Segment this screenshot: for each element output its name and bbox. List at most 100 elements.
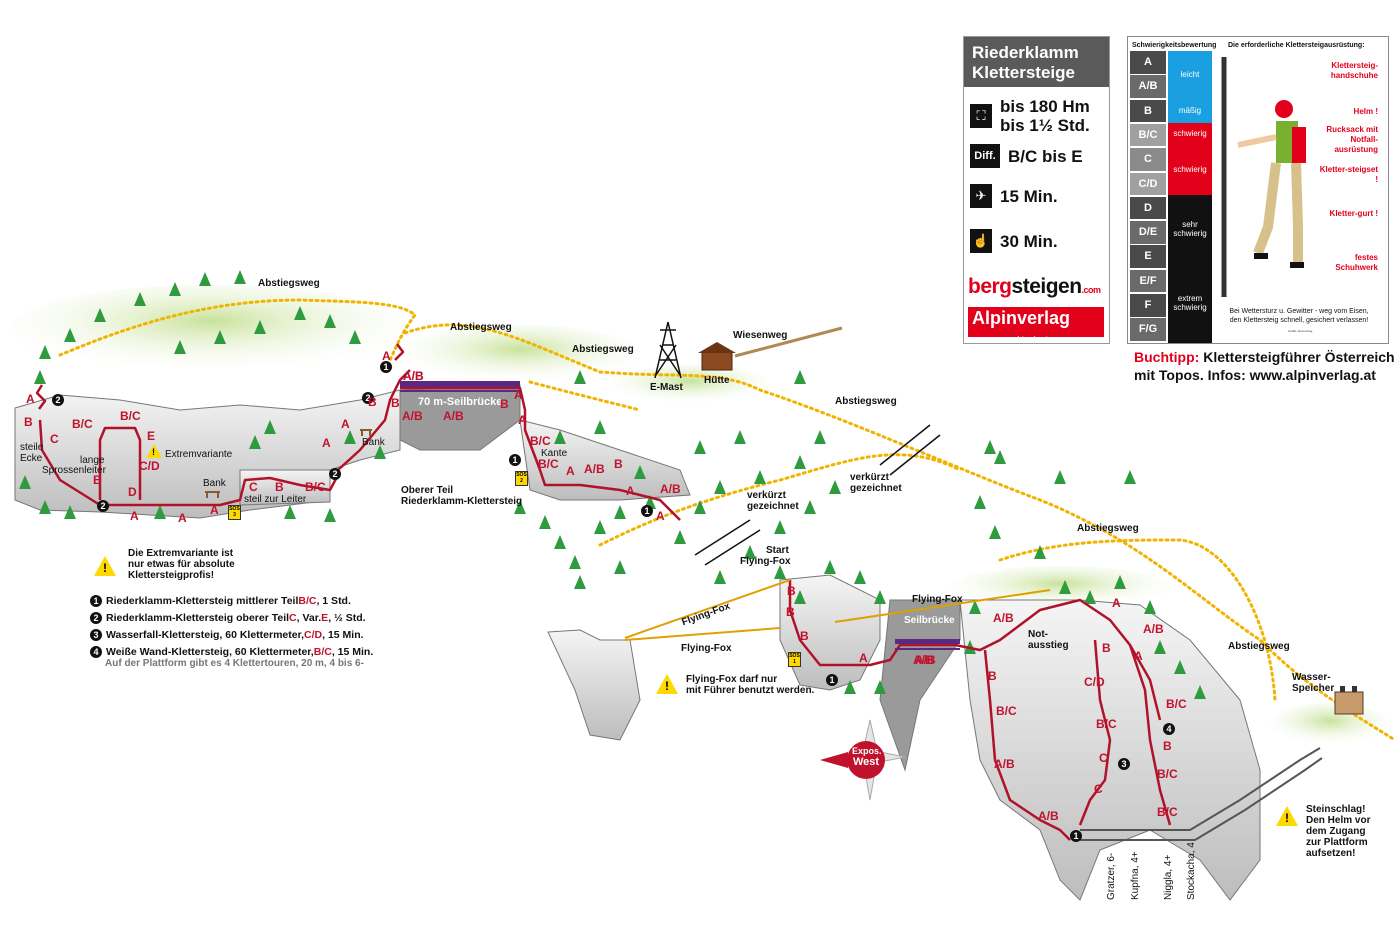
grade-label: A xyxy=(859,651,868,665)
label-steile-2: Ecke xyxy=(20,453,43,464)
publisher-name: Alpinverlag xyxy=(972,308,1071,328)
grade-cell: E/F xyxy=(1130,269,1166,293)
benches xyxy=(205,429,372,498)
info-approach: 15 Min. xyxy=(1000,186,1058,206)
grade-cell: F xyxy=(1130,294,1166,317)
equipment-gloves: Klettersteig-handschuhe xyxy=(1330,61,1378,80)
scale-footer: Bei Wettersturz u. Gewitter - weg vom Ei… xyxy=(1214,307,1384,325)
label-oberer-teil-1: Oberer Teil xyxy=(401,485,454,496)
info-title: Riederklamm Klettersteige xyxy=(964,37,1109,87)
grade-cell: B/C xyxy=(1130,123,1166,147)
warning-icon-flying-fox xyxy=(656,674,678,694)
climb-kupfna: Kupfna, 4+ xyxy=(1130,851,1141,900)
route-number-1-right: 1 xyxy=(641,505,653,517)
rock-walls-upper xyxy=(14,384,691,519)
route-number-1-kante: 1 xyxy=(509,454,521,466)
legend-number: 4 xyxy=(90,645,102,658)
label-flying-fox-3: Flying-Fox xyxy=(912,594,963,605)
grade-label: A xyxy=(322,436,331,450)
grade-label: B xyxy=(614,457,623,471)
bridges xyxy=(400,381,960,650)
grade-label: A/B xyxy=(993,611,1014,625)
route-number-2-top: 2 xyxy=(362,392,374,404)
power-mast xyxy=(654,321,682,379)
label-extremvariante: Extremvariante xyxy=(165,449,233,460)
label-wasserspeicher-2: Speicher xyxy=(1292,683,1335,694)
category-extrem-schwierig: extrem schwierig xyxy=(1168,263,1212,343)
equipment-via-ferrata-set: Kletter-steigset ! xyxy=(1319,165,1378,184)
climb-niggla: Niggla, 4+ xyxy=(1163,854,1174,900)
descent-paths xyxy=(58,298,1397,742)
label-abstiegsweg-3: Abstiegsweg xyxy=(572,344,634,355)
warning-stein-1: Steinschlag! xyxy=(1306,804,1366,815)
legend-text: , Var. xyxy=(296,611,322,624)
route-number-2-bottom: 2 xyxy=(97,500,109,512)
grade-label: B xyxy=(368,395,377,409)
label-abstiegsweg-2: Abstiegsweg xyxy=(450,322,512,333)
info-title-line1: Riederklamm xyxy=(972,43,1079,62)
grade-label: A xyxy=(178,511,187,525)
label-abstiegsweg-4: Abstiegsweg xyxy=(835,396,897,407)
grade-label: A/B xyxy=(1143,622,1164,636)
grade-label: C/D xyxy=(1084,675,1105,689)
compass-icon xyxy=(820,719,906,801)
bergsteigen-logo: bergsteigen.com xyxy=(968,275,1101,299)
book-tip: Buchtipp: Klettersteigführer Österreich … xyxy=(1134,348,1395,384)
info-descent: 30 Min. xyxy=(1000,231,1058,251)
route-number-1-top: 1 xyxy=(380,361,392,373)
publisher-url: www.alpinverlag.at xyxy=(1002,336,1048,342)
warning-icon-extrem xyxy=(146,444,162,458)
legend-grade: B/C xyxy=(313,645,332,658)
climber-figure xyxy=(1221,57,1306,297)
grade-cell: B xyxy=(1130,99,1166,123)
route-number-2-left: 2 xyxy=(52,394,64,406)
difficulty-scale-panel: Schwierigkeitsbewertung Die erforderlich… xyxy=(1127,36,1389,344)
grade-label: B xyxy=(1163,739,1172,753)
label-kante: Kante xyxy=(541,448,568,459)
grade-label: B/C xyxy=(1096,717,1117,731)
grade-label: B xyxy=(500,397,509,411)
grade-cell: D/E xyxy=(1130,221,1166,244)
via-ferrata-routes xyxy=(35,343,1172,841)
grade-label: A xyxy=(1134,649,1143,663)
grade-label: A/B xyxy=(994,757,1015,771)
grade-label: E xyxy=(147,429,156,443)
grade-bridge-top: A/B xyxy=(443,409,464,423)
difficulty-icon: Diff. xyxy=(970,144,1000,168)
grade-label: B/C xyxy=(1157,805,1178,819)
shortened-marks xyxy=(694,424,941,566)
water-tank xyxy=(1334,686,1364,715)
label-bank-2: Bank xyxy=(203,478,226,489)
label-lange-2: Sprossenleiter xyxy=(42,465,106,476)
label-wasserspeicher-1: Wasser- xyxy=(1292,672,1331,683)
wiesenweg-road xyxy=(734,326,843,358)
category-leicht: leicht xyxy=(1168,51,1212,97)
label-steil-zur-leiter: steil zur Leiter xyxy=(244,494,307,505)
grade-label: B/C xyxy=(530,434,551,448)
book-tip-text1: Klettersteigführer Österreich xyxy=(1203,349,1395,365)
warning-stein-5: aufsetzen! xyxy=(1306,848,1356,859)
label-abstiegsweg-5: Abstiegsweg xyxy=(1077,523,1139,534)
grade-cell: D xyxy=(1130,196,1166,220)
hiker-descent-icon: ☝ xyxy=(970,229,992,253)
equipment-harness: Kletter-gurt ! xyxy=(1329,209,1378,218)
grade-label: B/C xyxy=(996,704,1017,718)
grade-label: A xyxy=(130,509,139,523)
grade-label: B xyxy=(391,396,400,410)
sos-point-3: SOS 3 xyxy=(228,505,241,520)
info-difficulty: B/C bis E xyxy=(1008,146,1083,166)
footer-line1: Bei Wettersturz u. Gewitter - weg vom Ei… xyxy=(1229,308,1369,315)
label-notausstieg-2: ausstieg xyxy=(1028,640,1069,651)
warning-icon-steinschlag xyxy=(1276,806,1298,826)
label-verkuerzt-2a: verkürzt xyxy=(850,472,889,483)
grade-label: A xyxy=(626,484,635,498)
grade-label: A/B xyxy=(660,482,681,496)
legend-grade: B/C xyxy=(298,594,317,607)
route-number-2-middle: 2 xyxy=(329,468,341,480)
label-seilbruecke: Seilbrücke xyxy=(904,615,955,626)
scale-header-right: Die erforderliche Klettersteigausrüstung… xyxy=(1228,42,1365,49)
